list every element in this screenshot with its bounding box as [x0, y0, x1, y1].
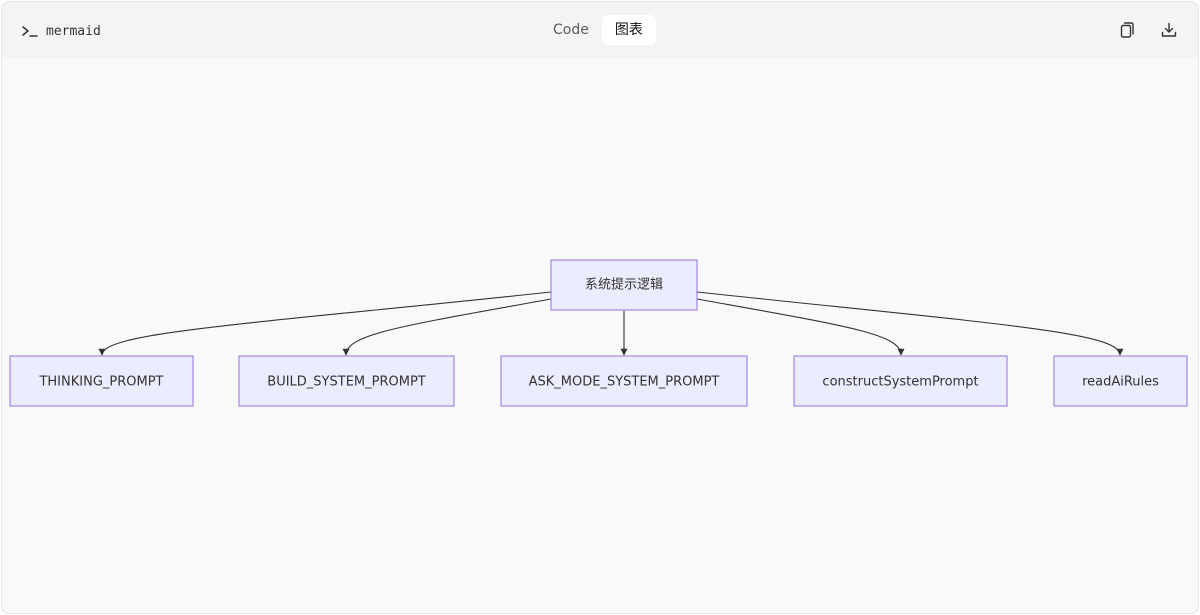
node-ask-mode-system-prompt: ASK_MODE_SYSTEM_PROMPT [500, 355, 748, 407]
edge-root-c4 [696, 298, 905, 356]
node-thinking-prompt-label: THINKING_PROMPT [38, 375, 163, 390]
edge-root-c5 [696, 291, 1124, 356]
language-text: mermaid [46, 23, 101, 39]
download-button[interactable] [1158, 19, 1180, 41]
download-icon [1161, 22, 1177, 37]
node-read-ai-rules: readAiRules [1053, 355, 1188, 407]
view-tabs: Code 图表 [544, 15, 656, 45]
node-ask-mode-system-prompt-label: ASK_MODE_SYSTEM_PROMPT [529, 375, 720, 390]
tab-diagram[interactable]: 图表 [601, 15, 656, 45]
node-construct-system-prompt: constructSystemPrompt [793, 355, 1008, 407]
copy-icon [1120, 22, 1134, 38]
node-construct-system-prompt-label: constructSystemPrompt [822, 375, 978, 390]
node-thinking-prompt: THINKING_PROMPT [9, 355, 194, 407]
language-label: mermaid [22, 22, 101, 40]
edge-root-c1 [98, 291, 552, 356]
node-read-ai-rules-label: readAiRules [1082, 375, 1159, 390]
code-block-header: mermaid Code 图表 [2, 2, 1198, 58]
tab-code[interactable]: Code [553, 22, 589, 38]
node-build-system-prompt-label: BUILD_SYSTEM_PROMPT [267, 375, 425, 390]
node-root-label: 系统提示逻辑 [585, 277, 663, 293]
node-root: 系统提示逻辑 [550, 259, 698, 311]
terminal-icon [22, 25, 38, 37]
edge-root-c2 [342, 298, 552, 356]
copy-button[interactable] [1116, 19, 1138, 41]
node-build-system-prompt: BUILD_SYSTEM_PROMPT [238, 355, 455, 407]
header-actions [1096, 19, 1180, 41]
